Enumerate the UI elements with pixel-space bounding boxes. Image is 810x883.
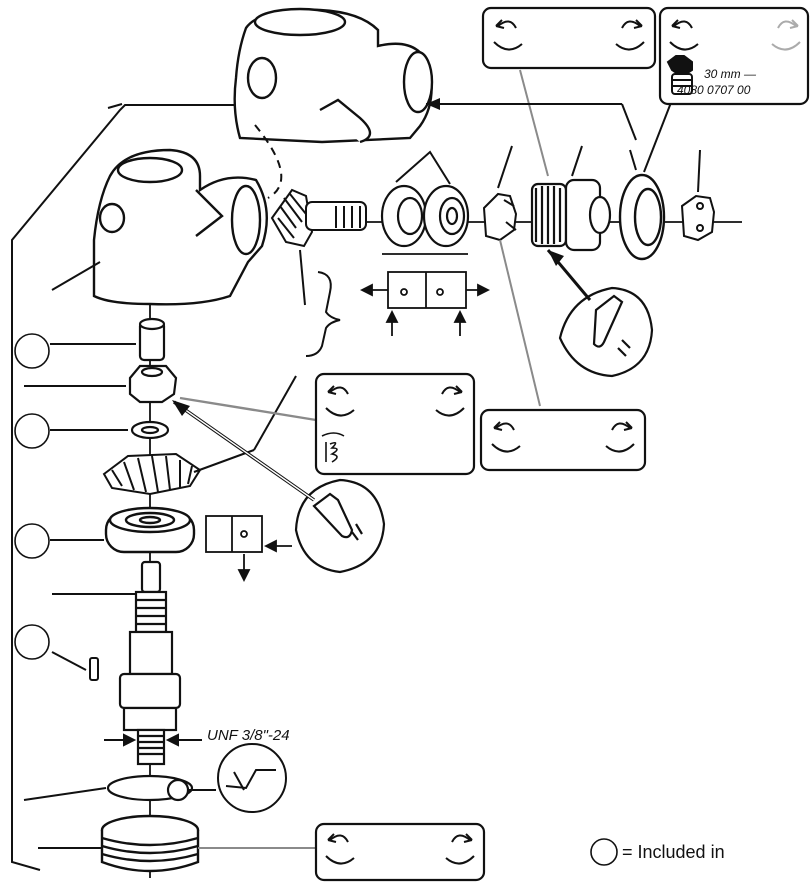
leader-bushing-torque <box>519 69 549 177</box>
grease-icon <box>321 432 345 463</box>
torque-box-lock-nut <box>479 408 647 472</box>
leader-lock-nut-torque <box>499 239 541 407</box>
seal-profile-detail <box>217 743 287 813</box>
wrench-size-label: 30 mm — <box>704 67 757 81</box>
threaded-end-cap <box>100 814 200 873</box>
hex-nut <box>128 364 178 404</box>
ball-bearing-pair <box>380 184 470 248</box>
lock-nut <box>482 192 518 242</box>
wrench-part-number: 4080 0707 00 <box>677 83 751 97</box>
circle-icon <box>590 838 618 866</box>
leader-bearings <box>395 150 451 185</box>
spindle <box>118 560 182 766</box>
bevel-gear <box>102 452 202 496</box>
included-marker-circle <box>14 624 50 660</box>
spacer-sleeve <box>138 317 166 362</box>
group-brace <box>305 271 341 357</box>
torque-box-end-cap <box>314 822 486 882</box>
lower-ball-bearing <box>104 506 196 554</box>
leader-ring-nut-torque <box>643 99 673 173</box>
bearing-orientation-diagram <box>205 515 292 583</box>
wrench-icon <box>666 55 693 95</box>
torque-box-bushing <box>481 6 657 70</box>
leader-ring-nut <box>629 149 637 171</box>
angle-housing-upper <box>233 7 434 144</box>
grease-detail-magnifier-right <box>558 286 654 378</box>
leader-lock-nut <box>497 145 513 189</box>
included-marker-circle <box>14 523 50 559</box>
torque-box-hex-nut <box>314 372 476 476</box>
seal-ring <box>106 774 194 802</box>
leader-seal <box>23 787 107 801</box>
leader-end-nut <box>697 149 701 193</box>
thread-spec-label: UNF 3/8"-24 <box>207 727 290 744</box>
threaded-bushing <box>530 178 612 252</box>
thread-dimension <box>104 733 202 747</box>
key-pin <box>89 657 99 681</box>
leader-hex-nut-torque <box>179 396 317 422</box>
included-marker-circle <box>14 333 50 369</box>
end-nut <box>680 194 716 242</box>
leader-bushing <box>571 145 583 177</box>
torque-box-ring-nut <box>658 6 810 106</box>
leader-housing <box>51 261 101 291</box>
angle-housing-lower <box>92 148 268 306</box>
grease-detail-magnifier-left <box>294 478 386 574</box>
leader-pinion <box>299 249 306 306</box>
bevel-pinion <box>270 188 367 248</box>
bearing-arrangement-diagram <box>359 253 491 336</box>
legend-text: = Included in <box>622 842 725 862</box>
assembly-frame <box>11 103 238 871</box>
leader-bevel-gear <box>193 449 255 473</box>
ring-nut <box>618 173 666 261</box>
washer <box>130 420 170 440</box>
included-marker-circle <box>14 413 50 449</box>
